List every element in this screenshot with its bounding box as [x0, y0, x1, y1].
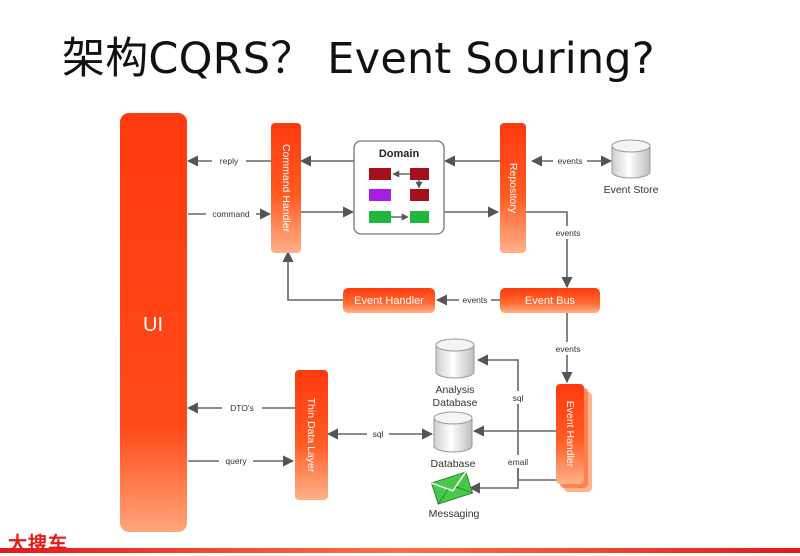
label-events-bus-down: events: [555, 344, 580, 354]
repository-label: Repository: [507, 163, 519, 214]
label-dtos: DTO's: [230, 403, 254, 413]
slide-title: 架构CQRS？ Event Souring?: [62, 34, 655, 84]
command-handler-label: Command Handler: [280, 144, 292, 233]
bottom-accent-bar: [0, 548, 800, 553]
domain-entity-red-3: [410, 189, 429, 201]
arrow-repo-to-bus: [526, 211, 573, 289]
analysis-database-label-1: Analysis: [435, 384, 474, 396]
envelope-icon: [430, 471, 474, 505]
event-store-label: Event Store: [604, 184, 659, 196]
label-events-repo-bus: events: [555, 228, 580, 238]
domain-entity-purple: [369, 189, 391, 201]
event-bus-box: Event Bus: [500, 288, 600, 313]
label-command: command: [212, 209, 250, 219]
command-handler-box: Command Handler: [271, 123, 301, 253]
analysis-database-label-2: Database: [433, 397, 478, 409]
ui-component: UI: [120, 113, 187, 532]
domain-entity-red-1: [369, 168, 391, 180]
label-query: query: [225, 456, 247, 466]
thin-data-layer-label: Thin Data Layer: [305, 398, 317, 473]
event-bus-label: Event Bus: [525, 295, 576, 307]
messaging-component: Messaging: [429, 471, 480, 520]
event-store-db: Event Store: [604, 139, 659, 196]
label-events-store: events: [557, 156, 582, 166]
messaging-label: Messaging: [429, 508, 480, 520]
label-sql-analysis: sql: [513, 393, 524, 403]
arrow-handler-to-command: [282, 250, 343, 301]
ui-label: UI: [143, 314, 163, 336]
event-handler-right-box: Event Handler: [556, 384, 592, 492]
label-sql-thin: sql: [373, 429, 384, 439]
thin-data-layer-box: Thin Data Layer: [295, 370, 328, 500]
arrow-sql-analysis: [476, 354, 560, 481]
domain-box: Domain: [353, 140, 445, 235]
arrow-labels: reply command events events events event…: [206, 154, 587, 468]
repository-box: Repository: [500, 123, 526, 253]
label-reply: reply: [220, 156, 239, 166]
database-db: Database: [431, 411, 476, 470]
domain-entity-red-2: [410, 168, 429, 180]
domain-label: Domain: [379, 148, 420, 160]
analysis-database-db: Analysis Database: [433, 338, 478, 409]
database-label: Database: [431, 458, 476, 470]
label-email: email: [508, 457, 528, 467]
event-handler-right-label: Event Handler: [564, 401, 576, 468]
domain-entity-green-2: [410, 211, 429, 223]
domain-entity-green-1: [369, 211, 391, 223]
event-handler-top-box: Event Handler: [343, 288, 435, 313]
event-handler-top-label: Event Handler: [354, 295, 424, 307]
label-events-bus-handler: events: [462, 295, 487, 305]
